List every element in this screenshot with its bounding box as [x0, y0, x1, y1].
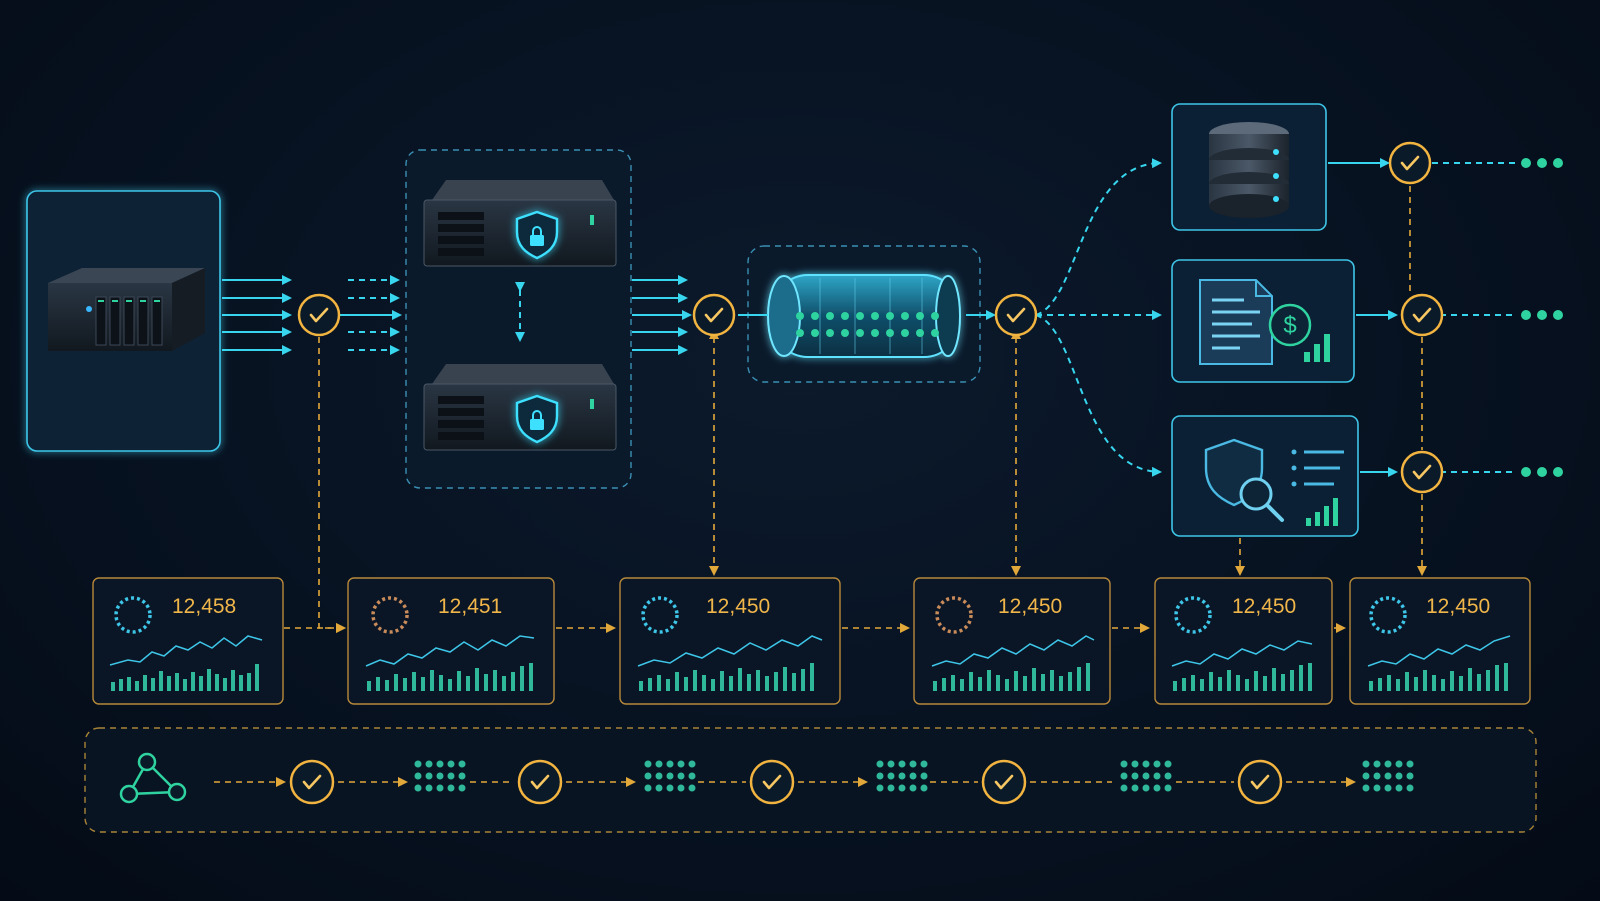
source-node	[26, 190, 221, 452]
source-outflow	[222, 275, 292, 355]
check-circle-icon	[1237, 759, 1283, 805]
validation-chain	[84, 727, 1537, 833]
database-node	[1171, 103, 1327, 231]
check-circle-icon	[297, 293, 341, 337]
metric-value: 12,450	[998, 595, 1062, 618]
data-block-dots	[414, 760, 1414, 792]
svg-text:$: $	[1283, 312, 1296, 339]
metric-value: 12,450	[706, 595, 770, 618]
check-circle-icon	[981, 759, 1027, 805]
check-circle-icon	[1400, 293, 1444, 337]
network-graph-icon	[119, 752, 187, 804]
database-stack-icon	[1209, 122, 1289, 218]
branch-flows	[1035, 158, 1162, 477]
destination-outflow	[1328, 158, 1563, 477]
metric-panel: 12,458	[92, 577, 284, 705]
check-circle-icon	[517, 759, 563, 805]
metric-panels: 12,458 12,451 12,450 12,450	[92, 577, 1531, 705]
check-circle-icon	[692, 293, 736, 337]
check-circle-icon	[1388, 141, 1432, 185]
bar-sparkline	[367, 663, 533, 691]
bar-sparkline	[111, 664, 259, 691]
bar-sparkline	[933, 663, 1090, 691]
shield-search-report-icon	[1204, 438, 1344, 526]
bar-sparkline	[1369, 663, 1508, 691]
invoice-dollar-icon: $	[1199, 279, 1330, 365]
server-inflow	[340, 275, 402, 355]
server-outflow	[632, 275, 692, 355]
metric-panel: 12,450	[619, 577, 841, 705]
check-circle-icon	[289, 759, 335, 805]
metric-panel: 12,450	[1349, 577, 1531, 705]
audit-node	[1171, 415, 1359, 537]
check-circle-icon	[749, 759, 795, 805]
metric-panel: 12,450	[1154, 577, 1333, 705]
control-links	[284, 186, 1427, 633]
metric-panel: 12,451	[347, 577, 555, 705]
metric-panel: 12,450	[913, 577, 1111, 705]
data-pipeline-tube-icon	[767, 274, 961, 358]
metric-value: 12,458	[172, 595, 236, 618]
queue-node	[747, 245, 981, 383]
shield-lock-server-icon	[423, 364, 617, 451]
shield-lock-server-icon	[423, 180, 617, 267]
secure-server-group	[405, 149, 632, 489]
metric-value: 12,450	[1426, 595, 1490, 618]
flow-checkpoints	[297, 141, 1444, 494]
metric-value: 12,451	[438, 595, 502, 618]
metric-value: 12,450	[1232, 595, 1296, 618]
storage-server-icon	[48, 268, 205, 351]
bar-sparkline	[639, 663, 814, 691]
billing-node: $	[1171, 259, 1355, 383]
bar-sparkline	[1173, 663, 1312, 691]
check-circle-icon	[994, 293, 1038, 337]
check-circle-icon	[1400, 450, 1444, 494]
